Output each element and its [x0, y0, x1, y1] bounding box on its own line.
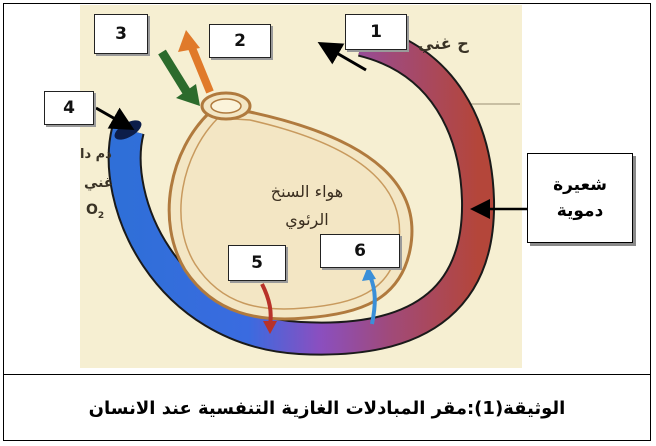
number-box-3: 3: [94, 14, 148, 54]
capillary-callout-line1: شعيرة: [553, 175, 607, 195]
background-text-left-1: دم دا: [80, 147, 114, 162]
alveolus-label: هواء السنخ الرئوي: [232, 178, 382, 234]
figure-caption: الوثيقة(1):مقر المبادلات الغازية التنفسي…: [88, 397, 566, 419]
background-text-left-1-content: دم دا: [80, 147, 112, 162]
background-text-left-2: غني: [84, 175, 114, 191]
alveolus-label-line1: هواء السنخ: [270, 182, 344, 201]
pointer-arrow-1: [317, 41, 367, 72]
alveolus-label-line2: الرئوي: [285, 210, 329, 229]
number-box-5: 5: [228, 245, 286, 281]
arrow-5-head: [263, 321, 277, 334]
capillary-venous-opening: [114, 120, 142, 140]
number-box-6: 6: [320, 234, 400, 268]
background-text-top-right: ح غني: [418, 34, 469, 53]
arrow-2-shaft: [188, 46, 214, 94]
capillary-callout-line2: دموية: [556, 201, 604, 221]
number-box-1: 1: [345, 14, 407, 50]
background-text-sub: 2: [97, 210, 105, 221]
background-text-o: O: [86, 202, 98, 218]
alveolus-opening-inner: [210, 98, 242, 114]
arrow-3-shaft: [158, 49, 192, 97]
arrow-6-head: [362, 266, 376, 281]
number-box-2: 2: [209, 24, 271, 58]
caption-divider: [3, 374, 651, 375]
blood-capillary: [109, 25, 494, 354]
arrow-3-head: [176, 84, 200, 106]
background-text-left-3: O2: [86, 202, 104, 221]
number-box-4: 4: [44, 91, 94, 125]
arrow-2-head: [178, 30, 200, 52]
capillary-callout: شعيرة دموية: [527, 153, 633, 243]
gas-exchange-diagram: [80, 5, 550, 368]
pointer-arrow-4: [95, 106, 135, 130]
alveolus-inner-wall: [180, 117, 401, 310]
